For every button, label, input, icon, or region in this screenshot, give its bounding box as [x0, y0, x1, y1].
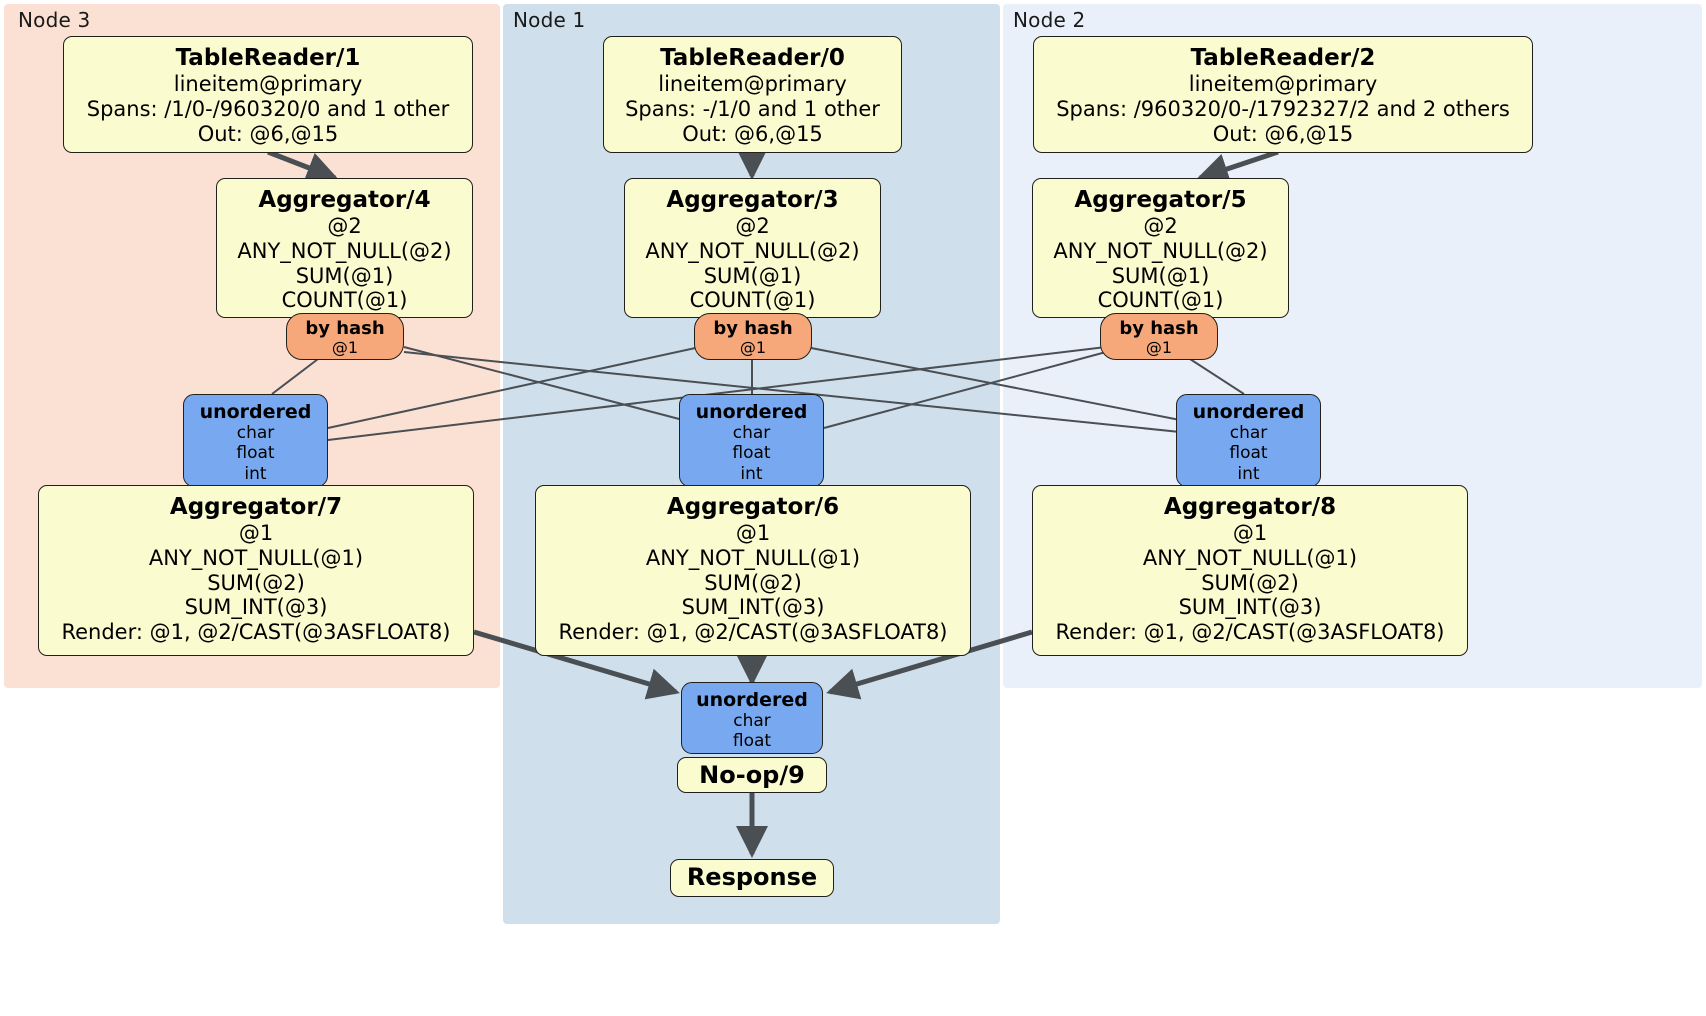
processor-detail: ANY_NOT_NULL(@2) — [645, 238, 860, 263]
receiver-type: char — [236, 423, 275, 444]
receiver-type: int — [244, 463, 267, 484]
processor-detail: lineitem@primary — [173, 72, 363, 97]
receiver-title: unordered — [1192, 401, 1305, 423]
node-label-node-1: Node 1 — [513, 8, 586, 32]
processor-aggregator-3[interactable]: Aggregator/3 @2 ANY_NOT_NULL(@2) SUM(@1)… — [624, 178, 881, 318]
processor-detail: Out: @6,@15 — [682, 121, 823, 146]
processor-detail: SUM(@2) — [1201, 570, 1299, 595]
processor-title: Aggregator/6 — [666, 494, 840, 520]
processor-detail: Render: @1, @2/CAST(@3ASFLOAT8) — [1055, 620, 1445, 645]
processor-detail: ANY_NOT_NULL(@1) — [645, 545, 861, 570]
processor-detail: SUM_INT(@3) — [681, 595, 825, 620]
router-title: by hash — [305, 318, 385, 339]
processor-title: Aggregator/7 — [169, 494, 343, 520]
processor-detail: COUNT(@1) — [1097, 288, 1224, 313]
receiver-type: int — [740, 463, 763, 484]
processor-table-reader-2[interactable]: TableReader/2 lineitem@primary Spans: /9… — [1033, 36, 1533, 153]
processor-table-reader-1[interactable]: TableReader/1 lineitem@primary Spans: /1… — [63, 36, 473, 153]
processor-aggregator-4[interactable]: Aggregator/4 @2 ANY_NOT_NULL(@2) SUM(@1)… — [216, 178, 473, 318]
processor-detail: Render: @1, @2/CAST(@3ASFLOAT8) — [558, 620, 948, 645]
receiver-title: unordered — [199, 401, 312, 423]
processor-detail: @2 — [327, 214, 362, 239]
router-detail: @1 — [739, 338, 767, 358]
node-label-node-2: Node 2 — [1013, 8, 1086, 32]
processor-detail: Spans: -/1/0 and 1 other — [625, 96, 880, 121]
processor-no-op-9[interactable]: No-op/9 — [677, 757, 827, 793]
receiver-type: float — [732, 731, 772, 752]
processor-title: TableReader/1 — [175, 45, 361, 71]
receiver-unordered-center[interactable]: unordered char float int — [679, 394, 824, 487]
router-detail: @1 — [1145, 338, 1173, 358]
router-title: by hash — [713, 318, 793, 339]
processor-detail: lineitem@primary — [658, 72, 847, 97]
receiver-unordered-final[interactable]: unordered char float — [681, 682, 823, 754]
processor-detail: ANY_NOT_NULL(@2) — [1053, 238, 1268, 263]
processor-detail: @1 — [735, 521, 771, 546]
processor-title: TableReader/2 — [1190, 45, 1376, 71]
processor-detail: @1 — [1232, 521, 1268, 546]
processor-title: TableReader/0 — [660, 45, 845, 71]
receiver-type: char — [732, 423, 771, 444]
processor-detail: @1 — [238, 521, 274, 546]
processor-detail: SUM(@1) — [1111, 263, 1210, 288]
processor-detail: SUM(@2) — [704, 570, 802, 595]
processor-response[interactable]: Response — [670, 859, 834, 897]
processor-detail: ANY_NOT_NULL(@1) — [148, 545, 364, 570]
receiver-type: char — [1229, 423, 1268, 444]
router-by-hash-right[interactable]: by hash @1 — [1100, 313, 1218, 360]
processor-detail: ANY_NOT_NULL(@2) — [237, 238, 452, 263]
processor-aggregator-5[interactable]: Aggregator/5 @2 ANY_NOT_NULL(@2) SUM(@1)… — [1032, 178, 1289, 318]
receiver-type: int — [1237, 463, 1260, 484]
receiver-type: float — [236, 443, 275, 464]
processor-detail: @2 — [735, 214, 770, 239]
receiver-type: char — [733, 711, 771, 732]
processor-detail: ANY_NOT_NULL(@1) — [1142, 545, 1358, 570]
processor-detail: @2 — [1143, 214, 1178, 239]
processor-detail: SUM_INT(@3) — [184, 595, 328, 620]
receiver-title: unordered — [695, 401, 808, 423]
processor-title: Response — [686, 863, 818, 891]
processor-detail: Spans: /960320/0-/1792327/2 and 2 others — [1056, 96, 1510, 121]
router-title: by hash — [1119, 318, 1199, 339]
processor-table-reader-0[interactable]: TableReader/0 lineitem@primary Spans: -/… — [603, 36, 902, 153]
processor-aggregator-6[interactable]: Aggregator/6 @1 ANY_NOT_NULL(@1) SUM(@2)… — [535, 485, 971, 656]
processor-detail: COUNT(@1) — [281, 288, 408, 313]
router-by-hash-center[interactable]: by hash @1 — [694, 313, 812, 360]
processor-detail: COUNT(@1) — [689, 288, 816, 313]
processor-aggregator-8[interactable]: Aggregator/8 @1 ANY_NOT_NULL(@1) SUM(@2)… — [1032, 485, 1468, 656]
receiver-type: float — [1229, 443, 1268, 464]
processor-detail: Render: @1, @2/CAST(@3ASFLOAT8) — [61, 620, 451, 645]
receiver-unordered-right[interactable]: unordered char float int — [1176, 394, 1321, 487]
processor-title: Aggregator/5 — [1074, 187, 1247, 213]
processor-detail: SUM(@1) — [703, 263, 802, 288]
router-detail: @1 — [331, 338, 359, 358]
node-label-node-3: Node 3 — [18, 8, 91, 32]
receiver-title: unordered — [696, 689, 808, 711]
processor-detail: Out: @6,@15 — [197, 121, 339, 146]
processor-aggregator-7[interactable]: Aggregator/7 @1 ANY_NOT_NULL(@1) SUM(@2)… — [38, 485, 474, 656]
receiver-unordered-left[interactable]: unordered char float int — [183, 394, 328, 487]
processor-detail: SUM(@1) — [295, 263, 394, 288]
processor-detail: SUM_INT(@3) — [1178, 595, 1322, 620]
processor-title: Aggregator/8 — [1163, 494, 1337, 520]
processor-detail: Out: @6,@15 — [1212, 121, 1354, 146]
processor-title: No-op/9 — [699, 761, 805, 789]
processor-detail: SUM(@2) — [207, 570, 305, 595]
router-by-hash-left[interactable]: by hash @1 — [286, 313, 404, 360]
processor-title: Aggregator/4 — [258, 187, 431, 213]
processor-detail: Spans: /1/0-/960320/0 and 1 other — [86, 96, 450, 121]
processor-detail: lineitem@primary — [1188, 72, 1378, 97]
receiver-type: float — [732, 443, 771, 464]
processor-title: Aggregator/3 — [666, 187, 839, 213]
